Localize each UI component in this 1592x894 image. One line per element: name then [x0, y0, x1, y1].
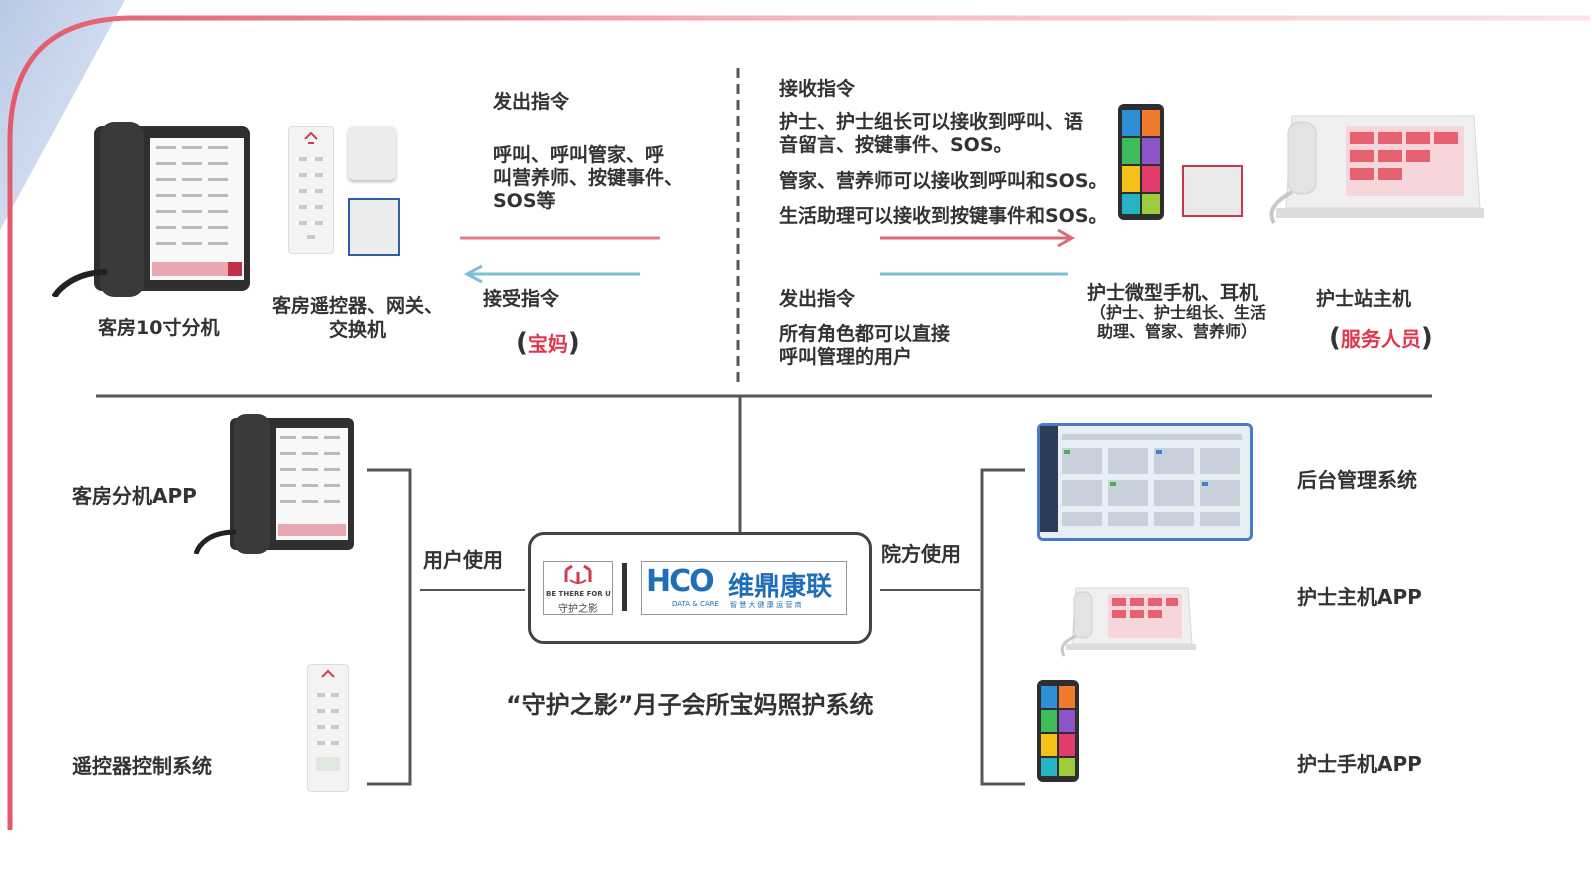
remote-control-image [288, 126, 334, 254]
gateway-image [348, 126, 396, 180]
nurse-phone-sub2: 助理、管家、营养师） [1097, 322, 1258, 341]
send-command-title: 发出指令 [493, 91, 570, 113]
admin-system-image [1037, 423, 1253, 541]
nurse-host-app-label: 护士主机APP [1297, 585, 1422, 609]
remote-gateway-label-line1: 客房遥控器、网关、 [272, 295, 444, 317]
hospital-use-label: 院方使用 [881, 542, 961, 566]
user-use-label: 用户使用 [423, 548, 503, 572]
role-staff-text: 服务人员 [1340, 327, 1421, 351]
send-right-line2: 呼叫管理的用户 [779, 346, 913, 368]
send-command-line2: 叫营养师、按键事件、 [493, 167, 684, 189]
nurse-station-image [1262, 108, 1494, 248]
remote-gateway-label-line2: 交换机 [329, 319, 387, 341]
hco-logo-sub2: 智 慧 大 健 康 运 营 商 [730, 601, 802, 609]
shouhu-logo-mark [564, 564, 592, 584]
shouhu-logo-cn: 守护之影 [558, 604, 598, 615]
role-mother-text: 宝妈 [527, 332, 568, 356]
earphone-image [1182, 165, 1243, 217]
room-terminal-app-image [193, 414, 356, 555]
center-logo-box: BE THERE FOR U 守护之影 HCO 维鼎康联 DATA & CARE… [528, 532, 872, 644]
room-terminal-app-label: 客房分机APP [72, 484, 197, 508]
shouhu-logo-en: BE THERE FOR U [546, 590, 611, 598]
receive-command-title: 接收指令 [779, 78, 856, 100]
receive-line3: 管家、营养师可以接收到呼叫和SOS。 [779, 170, 1108, 192]
send-command-line1: 呼叫、呼叫管家、呼 [493, 144, 665, 166]
remote-system-label: 遥控器控制系统 [72, 754, 212, 778]
receive-line4: 生活助理可以接收到按键事件和SOS。 [779, 205, 1108, 227]
system-caption: “守护之影”月子会所宝妈照护系统 [506, 691, 874, 719]
nurse-host-app-image [1058, 584, 1198, 660]
hco-logo-cn: 维鼎康联 [728, 572, 833, 602]
admin-system-label: 后台管理系统 [1297, 468, 1417, 492]
role-mother: (宝妈) [516, 328, 580, 358]
room-terminal-label: 客房10寸分机 [98, 317, 220, 339]
hco-logo-mark: HCO [646, 564, 715, 599]
hco-logo-sub: DATA & CARE [672, 600, 719, 608]
room-terminal-image [51, 122, 252, 299]
accept-command-title: 接受指令 [483, 288, 560, 310]
switch-image [348, 198, 400, 256]
send-right-line1: 所有角色都可以直接 [779, 323, 951, 345]
remote-system-image [307, 664, 349, 792]
nurse-phone-sub1: （护士、护士组长、生活 [1090, 303, 1267, 322]
nurse-phone-label: 护士微型手机、耳机 [1087, 282, 1259, 304]
hco-logo: HCO 维鼎康联 DATA & CARE 智 慧 大 健 康 运 营 商 [641, 561, 847, 615]
receive-line1: 护士、护士组长可以接收到呼叫、语 [779, 111, 1084, 133]
receive-line2: 音留言、按键事件、SOS。 [779, 134, 1013, 156]
shouhu-logo: BE THERE FOR U 守护之影 [543, 561, 613, 615]
nurse-phone-image [1118, 104, 1164, 220]
nurse-phone-app-label: 护士手机APP [1297, 752, 1422, 776]
role-staff: (服务人员) [1329, 323, 1433, 353]
send-command-title-right: 发出指令 [779, 288, 856, 310]
nurse-station-label: 护士站主机 [1316, 288, 1412, 310]
logo-divider [622, 563, 627, 611]
nurse-phone-app-image [1037, 680, 1079, 782]
send-command-line3: SOS等 [493, 190, 556, 212]
